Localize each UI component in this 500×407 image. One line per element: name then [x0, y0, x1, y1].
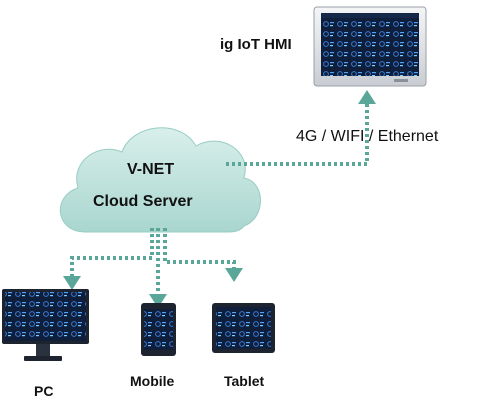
arrow-head-icon: [225, 268, 243, 282]
arrow-head-icon: [358, 90, 376, 104]
connector-cloud-to-devices: [70, 228, 236, 296]
tablet-icon: [212, 303, 275, 353]
cloud-icon: [60, 127, 261, 233]
cloud-title: V-NET: [127, 161, 175, 178]
pc-label: PC: [34, 383, 54, 399]
cloud-subtitle: Cloud Server: [93, 193, 193, 210]
mobile-label: Mobile: [130, 373, 175, 389]
arrow-head-icon: [149, 294, 167, 308]
hmi-label: ig IoT HMI: [220, 36, 292, 53]
arrow-head-icon: [63, 276, 81, 290]
pc-monitor-icon: [2, 289, 89, 361]
connection-types-label: 4G / WIFI / Ethernet: [296, 128, 439, 145]
mobile-phone-icon: [141, 303, 176, 356]
hmi-device-icon: [313, 6, 427, 87]
connector-cloud-to-hmi: [226, 102, 369, 166]
tablet-label: Tablet: [224, 373, 265, 389]
